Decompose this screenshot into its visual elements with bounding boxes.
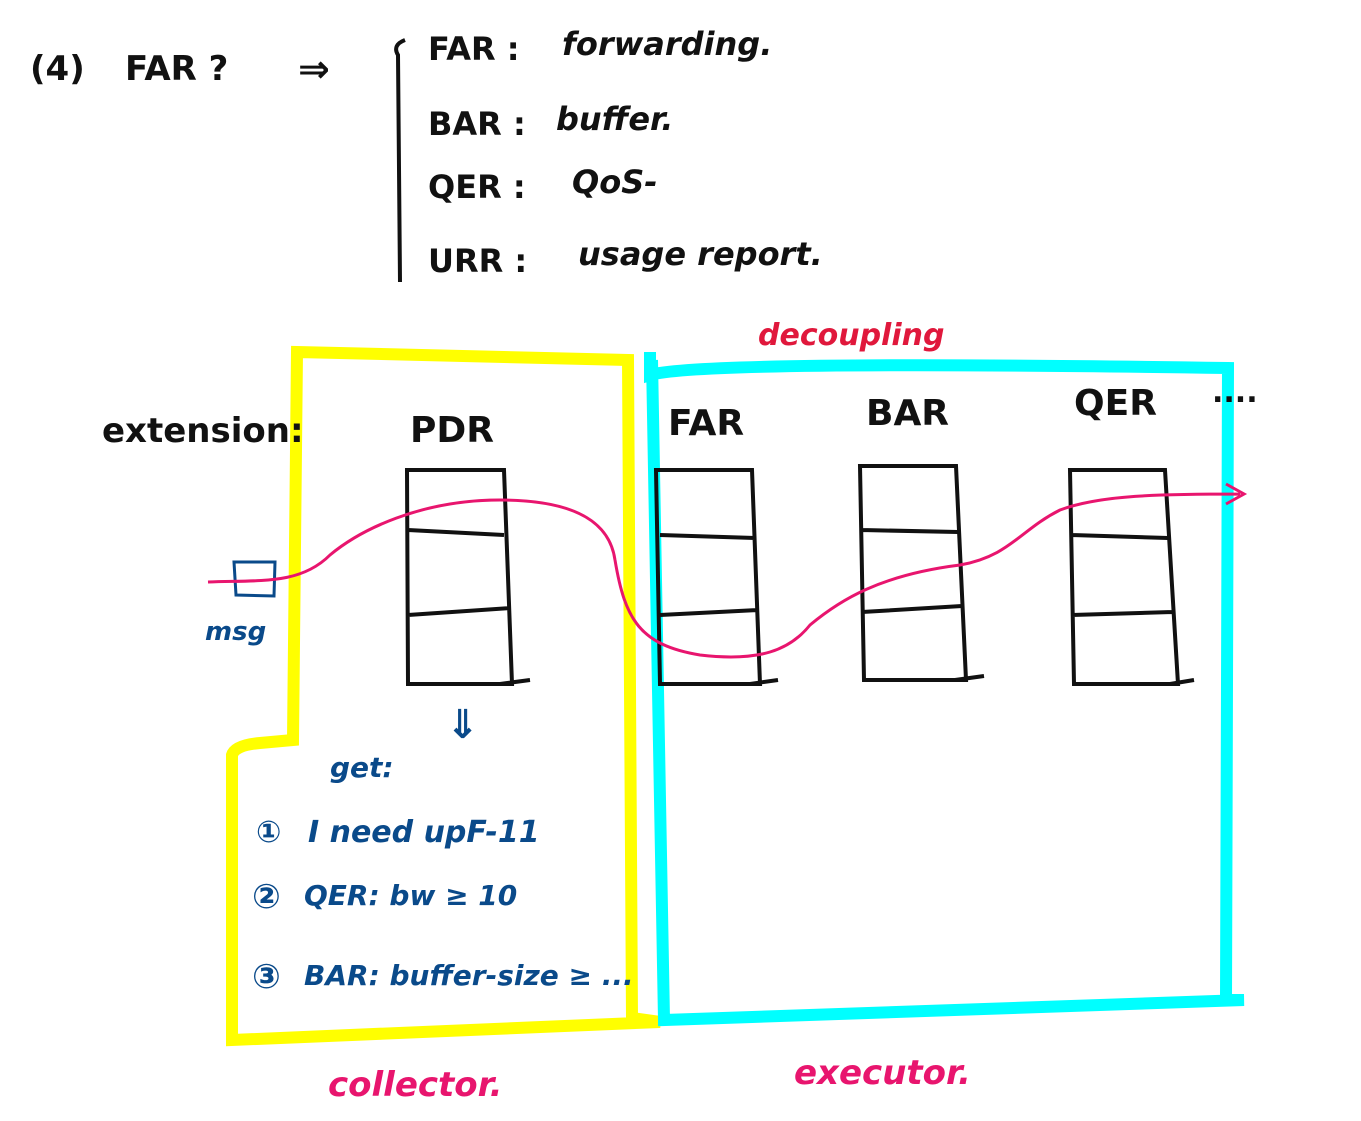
extension-label: extension:: [102, 411, 304, 451]
pdr-table: [404, 468, 531, 686]
table-title-far: FAR: [668, 403, 744, 444]
table-title-pdr: PDR: [410, 410, 494, 451]
list-number: ①: [256, 815, 281, 850]
definition-value: buffer.: [556, 100, 673, 138]
list-number: ②: [252, 877, 281, 917]
list-item: I need upF-11: [308, 815, 540, 850]
bar-table: [857, 464, 985, 682]
header-index: (4): [30, 49, 85, 89]
definition-key: FAR :: [428, 30, 520, 68]
definition-value: usage report.: [578, 235, 823, 273]
table-title-bar: BAR: [866, 393, 949, 434]
executor-label: executor.: [794, 1053, 971, 1093]
decoupling-label: decoupling: [758, 318, 944, 353]
get-label: get:: [330, 751, 394, 784]
msg-box-icon: [232, 560, 277, 598]
rule-tables: PDR FAR BAR QER ....: [404, 375, 1258, 686]
definition-key: QER :: [428, 168, 526, 206]
definition-list: FAR : forwarding. BAR : buffer. QER : Qo…: [428, 25, 823, 280]
definition-key: URR :: [428, 242, 527, 280]
header-topic: FAR ?: [125, 49, 228, 89]
list-item: BAR: buffer-size ≥ ...: [304, 959, 634, 992]
msg-label: msg: [205, 617, 266, 647]
far-table: [653, 468, 779, 686]
table-title-qer: QER: [1074, 383, 1157, 424]
list-number: ③: [252, 957, 281, 997]
collector-region: [226, 345, 661, 1047]
executor-region: [644, 352, 1245, 1027]
definition-key: BAR :: [428, 105, 526, 143]
collector-label: collector.: [328, 1065, 502, 1105]
definition-value: forwarding.: [562, 25, 772, 63]
implies-arrow: ⇒: [298, 47, 330, 91]
get-list: ① I need upF-11 ② QER: bw ≥ 10 ③ BAR: bu…: [252, 815, 634, 997]
down-arrow-icon: ⇓: [446, 702, 480, 748]
qer-table: [1067, 468, 1195, 686]
brace: [394, 38, 406, 283]
list-item: QER: bw ≥ 10: [304, 879, 517, 912]
definition-value: QoS-: [572, 163, 658, 201]
ellipsis: ....: [1212, 375, 1258, 410]
message-flow-arrow: [207, 482, 1248, 659]
